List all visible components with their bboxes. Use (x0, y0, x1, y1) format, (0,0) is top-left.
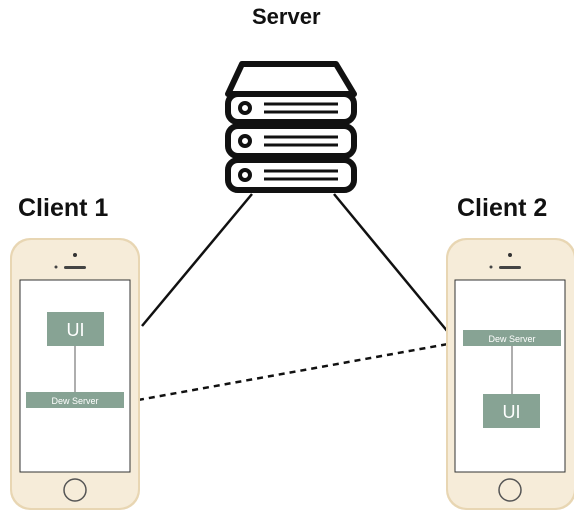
server-label: Server (252, 4, 321, 29)
client-1-label: Client 1 (18, 194, 109, 222)
phone-speaker-icon (499, 266, 521, 269)
client-1-dew-server-box (26, 392, 124, 408)
dew-sync-dashed-line (137, 342, 449, 402)
server-to-client-2-line (333, 193, 449, 333)
client-1-dew-server-label: Dew Server (51, 396, 98, 406)
client-2-dew-server-box (463, 330, 561, 346)
client-2-ui-label: UI (503, 402, 521, 422)
server-to-client-1-line (141, 193, 253, 327)
home-button-icon (63, 478, 87, 502)
client-2-dew-server-label: Dew Server (488, 334, 535, 344)
server-rack-icon (225, 61, 357, 193)
phone-camera-icon (508, 253, 512, 257)
server-indicators (238, 101, 338, 182)
client-2-ui-box (483, 394, 540, 428)
client-1-ui-box (47, 312, 104, 346)
phone-camera-icon (73, 253, 77, 257)
client-2-label: Client 2 (457, 194, 548, 222)
phone-speaker-icon (64, 266, 86, 269)
home-button-icon (498, 478, 522, 502)
phone-screen (454, 279, 566, 473)
client-1-ui-label: UI (67, 320, 85, 340)
client-1-phone (10, 238, 140, 510)
client-2-phone (446, 238, 574, 510)
